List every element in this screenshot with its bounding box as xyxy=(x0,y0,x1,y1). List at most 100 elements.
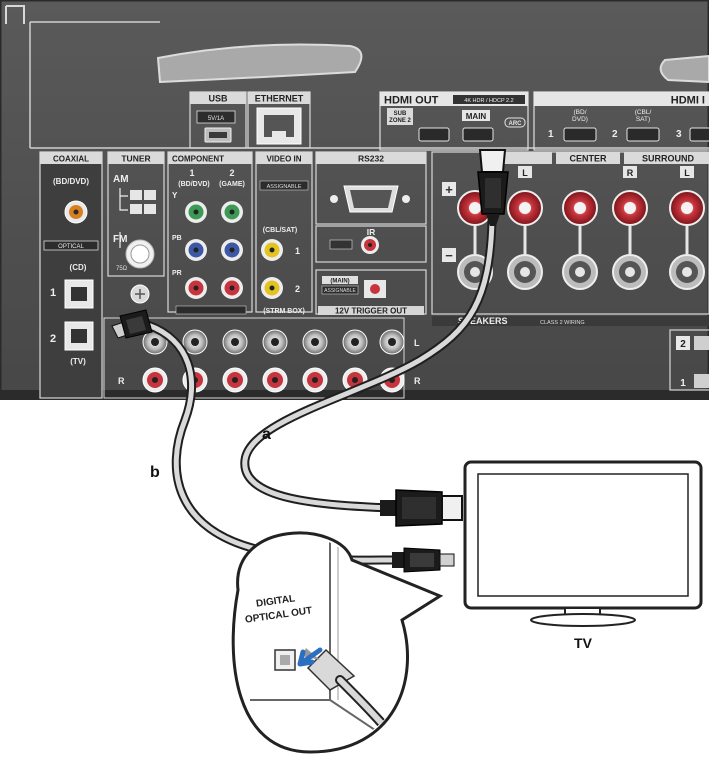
optical-2-label: (TV) xyxy=(70,357,86,366)
speaker-terminal[interactable] xyxy=(507,190,543,290)
ir-section: IR xyxy=(315,225,427,263)
audio-r-label: R xyxy=(118,376,125,386)
svg-text:SUB: SUB xyxy=(394,111,407,117)
component-jacks[interactable] xyxy=(185,201,243,299)
component-pb-label: PB xyxy=(172,235,182,242)
audio-jack-l[interactable] xyxy=(342,329,368,355)
speaker-terminal[interactable] xyxy=(562,190,598,290)
optical-1-num: 1 xyxy=(50,287,56,299)
speakers-sub-label: CLASS 2 WIRING xyxy=(540,320,585,326)
svg-text:(CBL/: (CBL/ xyxy=(635,109,652,116)
hdmi-in-1-port[interactable] xyxy=(563,127,597,142)
audio-jack-l[interactable] xyxy=(302,329,328,355)
surround-label: SURROUND xyxy=(642,154,695,164)
component-label: COMPONENT xyxy=(172,155,224,164)
surround-r-label: R xyxy=(627,168,634,178)
audio-l-label: L xyxy=(414,338,420,348)
speaker-num-2: 2 xyxy=(680,339,686,350)
surround-l-label: L xyxy=(684,168,690,178)
fm-ohm-label: 75Ω xyxy=(116,266,128,272)
video-strm-label: (STRM BOX) xyxy=(263,308,305,315)
hdmi-in-label: HDMI I xyxy=(671,95,705,107)
video-in-section: VIDEO IN ASSIGNABLE (CBL/SAT) 1 2 (STRM … xyxy=(255,151,313,315)
speakers-label: SPEAKERS xyxy=(458,316,508,326)
hdmi-arc-label: ARC xyxy=(509,121,523,127)
plus-label: + xyxy=(445,182,453,197)
usb-label: USB xyxy=(208,94,228,104)
center-label: CENTER xyxy=(569,154,607,164)
audio-jack-l[interactable] xyxy=(182,329,208,355)
hdmi-cable xyxy=(240,149,509,527)
hdmi-in-3-num: 3 xyxy=(676,129,682,140)
video-in-2-num: 2 xyxy=(295,284,300,294)
minus-label: − xyxy=(445,248,453,263)
optical-1-label: (CD) xyxy=(70,263,87,272)
trigger-label: 12V TRIGGER OUT xyxy=(335,307,407,316)
audio-jack-l[interactable] xyxy=(262,329,288,355)
optical-badge: OPTICAL xyxy=(58,244,84,250)
audio-jack-r[interactable] xyxy=(142,367,168,393)
insert-arrow-icon xyxy=(297,647,323,667)
analog-audio-section: R L R xyxy=(103,284,421,399)
video-cbl-label: (CBL/SAT) xyxy=(263,227,297,234)
tuner-label: TUNER xyxy=(121,154,150,164)
video-in-label: VIDEO IN xyxy=(266,155,301,164)
hdmi-out-label: HDMI OUT xyxy=(384,95,439,107)
audio-jack-r[interactable] xyxy=(262,367,288,393)
am-label: AM xyxy=(113,174,129,185)
tv-label: TV xyxy=(574,635,593,651)
audio-r2-label: R xyxy=(414,376,421,386)
usb-section: USB 5V/1A xyxy=(189,91,247,149)
component-2-num: 2 xyxy=(229,168,234,178)
hdmi-in-1-num: 1 xyxy=(548,129,554,140)
digital-label: DIGITAL xyxy=(255,593,295,609)
video-in-1-num: 1 xyxy=(295,246,300,256)
coaxial-bd-dvd-label: (BD/DVD) xyxy=(53,177,89,186)
hdmi-in-section: HDMI I 1 (BD/ DVD) 2 (CBL/ SAT) 3 xyxy=(533,91,709,151)
usb-rating: 5V/1A xyxy=(208,116,224,122)
audio-jack-l[interactable] xyxy=(222,329,248,355)
rs232-section: RS232 xyxy=(315,151,427,225)
component-pr-label: PR xyxy=(172,270,182,277)
component-section: COMPONENT 1 (BD/DVD) 2 (GAME) Y PB PR xyxy=(167,151,253,315)
analog-audio-jacks[interactable] xyxy=(142,329,405,393)
digital-audio-in-section: COAXIAL (BD/DVD) OPTICAL (CD) 1 2 (TV) xyxy=(39,151,103,399)
component-1-label: (BD/DVD) xyxy=(178,181,210,188)
trigger-section: (MAIN) ASSIGNABLE 12V TRIGGER OUT xyxy=(315,269,427,316)
trigger-main-label: (MAIN) xyxy=(330,279,349,285)
wireless-antenna[interactable] xyxy=(156,43,363,84)
rs232-label: RS232 xyxy=(358,154,384,164)
hdmi-out-main-port[interactable] xyxy=(462,127,494,142)
am-terminal-1[interactable] xyxy=(130,190,142,200)
speaker-terminal[interactable] xyxy=(612,190,648,290)
svg-text:DVD): DVD) xyxy=(572,116,588,123)
optical-out-inset: DIGITAL OPTICAL OUT xyxy=(231,531,444,754)
audio-jack-l[interactable] xyxy=(379,329,405,355)
ethernet-section: ETHERNET xyxy=(247,91,311,149)
hdmi-out-main-label: MAIN xyxy=(466,112,487,121)
speaker-section: CENTER SURROUND + − L R L SPEAKERS CLASS… xyxy=(431,151,709,391)
am-terminal-2[interactable] xyxy=(144,190,156,200)
component-1-num: 1 xyxy=(189,168,194,178)
svg-text:ZONE 2: ZONE 2 xyxy=(389,118,411,124)
hdmi-out-sub-port[interactable] xyxy=(418,127,450,142)
hdmi-in-2-port[interactable] xyxy=(626,127,660,142)
hdmi-out-spec: 4K HDR / HDCP 2.2 xyxy=(464,98,513,104)
audio-jack-r[interactable] xyxy=(222,367,248,393)
hdmi-in-3-port[interactable] xyxy=(689,127,709,142)
callout-b: b xyxy=(150,464,160,481)
tuner-section: TUNER AM FM 75Ω xyxy=(107,151,165,277)
component-2-label: (GAME) xyxy=(219,181,245,188)
trigger-zone-label: ASSIGNABLE xyxy=(324,288,356,294)
speaker-num-1: 1 xyxy=(680,378,686,389)
svg-text:SAT): SAT) xyxy=(636,116,650,123)
speaker-terminal[interactable] xyxy=(669,190,705,290)
ethernet-label: ETHERNET xyxy=(255,94,304,104)
component-y-label: Y xyxy=(172,191,178,200)
audio-jack-r[interactable] xyxy=(302,367,328,393)
hdmi-out-section: HDMI OUT 4K HDR / HDCP 2.2 SUB ZONE 2 MA… xyxy=(379,91,529,151)
optical-2-num: 2 xyxy=(50,333,56,345)
front-l-label: L xyxy=(522,168,528,178)
ir-label: IR xyxy=(367,227,376,237)
